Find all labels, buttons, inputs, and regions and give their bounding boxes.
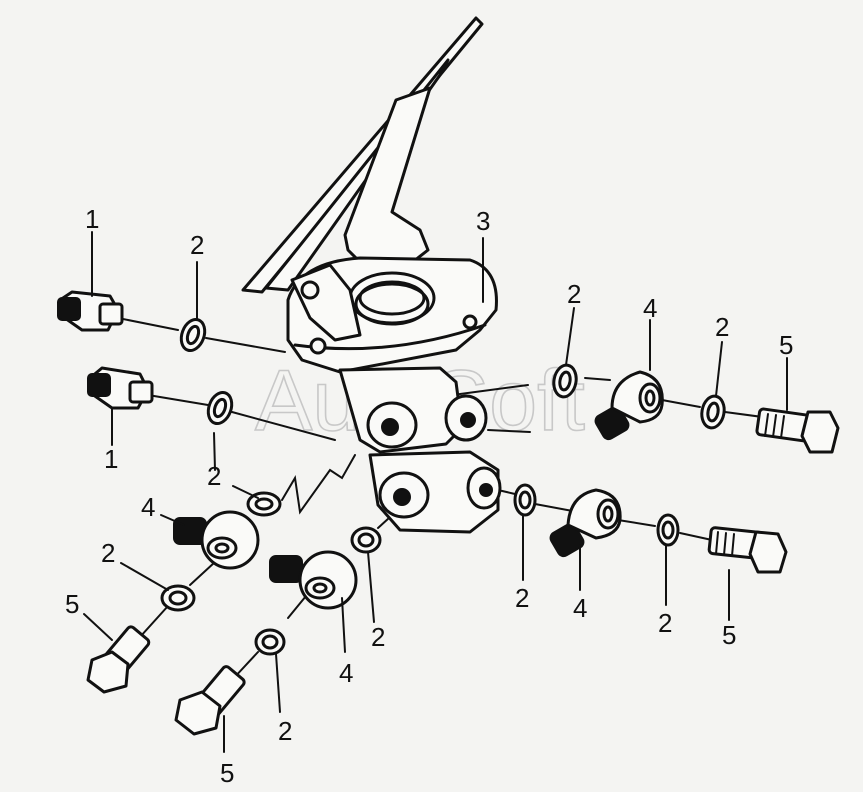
callout-3: 3 [476,206,490,236]
callout-5-lower-right: 5 [722,620,736,650]
callout-2-far-right: 2 [715,312,729,342]
banjo-fitting-right-lower [549,488,622,558]
callout-4-bottom: 4 [339,658,353,688]
callout-4-left: 4 [141,492,155,522]
callout-2-upper-right: 2 [567,279,581,309]
callout-2-lower-left: 2 [101,538,115,568]
plug-lower [87,366,154,410]
callout-2-lower-mid-right: 2 [515,583,529,613]
callout-5-upper-right: 5 [779,330,793,360]
callout-1-lower: 1 [104,444,118,474]
callout-2-center-bottom: 2 [371,622,385,652]
plug-upper [57,290,124,332]
leader-lines [83,231,788,753]
banjo-bolt-right-upper [755,407,840,454]
banjo-bolt-right-lower [707,526,788,574]
callout-2-mid-left: 2 [207,461,221,491]
callout-4-lower-right: 4 [573,593,587,623]
callout-2-lower-right: 2 [658,608,672,638]
brake-valve-assembly [241,16,502,534]
banjo-bolt-left-lower [174,665,246,736]
callout-5-left: 5 [65,589,79,619]
callout-1-upper: 1 [85,204,99,234]
callout-2-upper-left: 2 [190,230,204,260]
banjo-fitting-right-upper [594,370,664,441]
callout-2-bottom: 2 [278,716,292,746]
banjo-fitting-left-upper [173,510,260,570]
callout-5-bottom: 5 [220,758,234,788]
callout-4-upper-right: 4 [643,293,657,323]
washers [160,318,726,656]
banjo-bolt-left-upper [86,625,151,694]
banjo-fitting-left-lower [269,550,358,610]
callout-labels: 1 1 2 2 2 2 2 2 2 2 2 3 4 4 4 4 5 5 5 5 [65,204,793,788]
